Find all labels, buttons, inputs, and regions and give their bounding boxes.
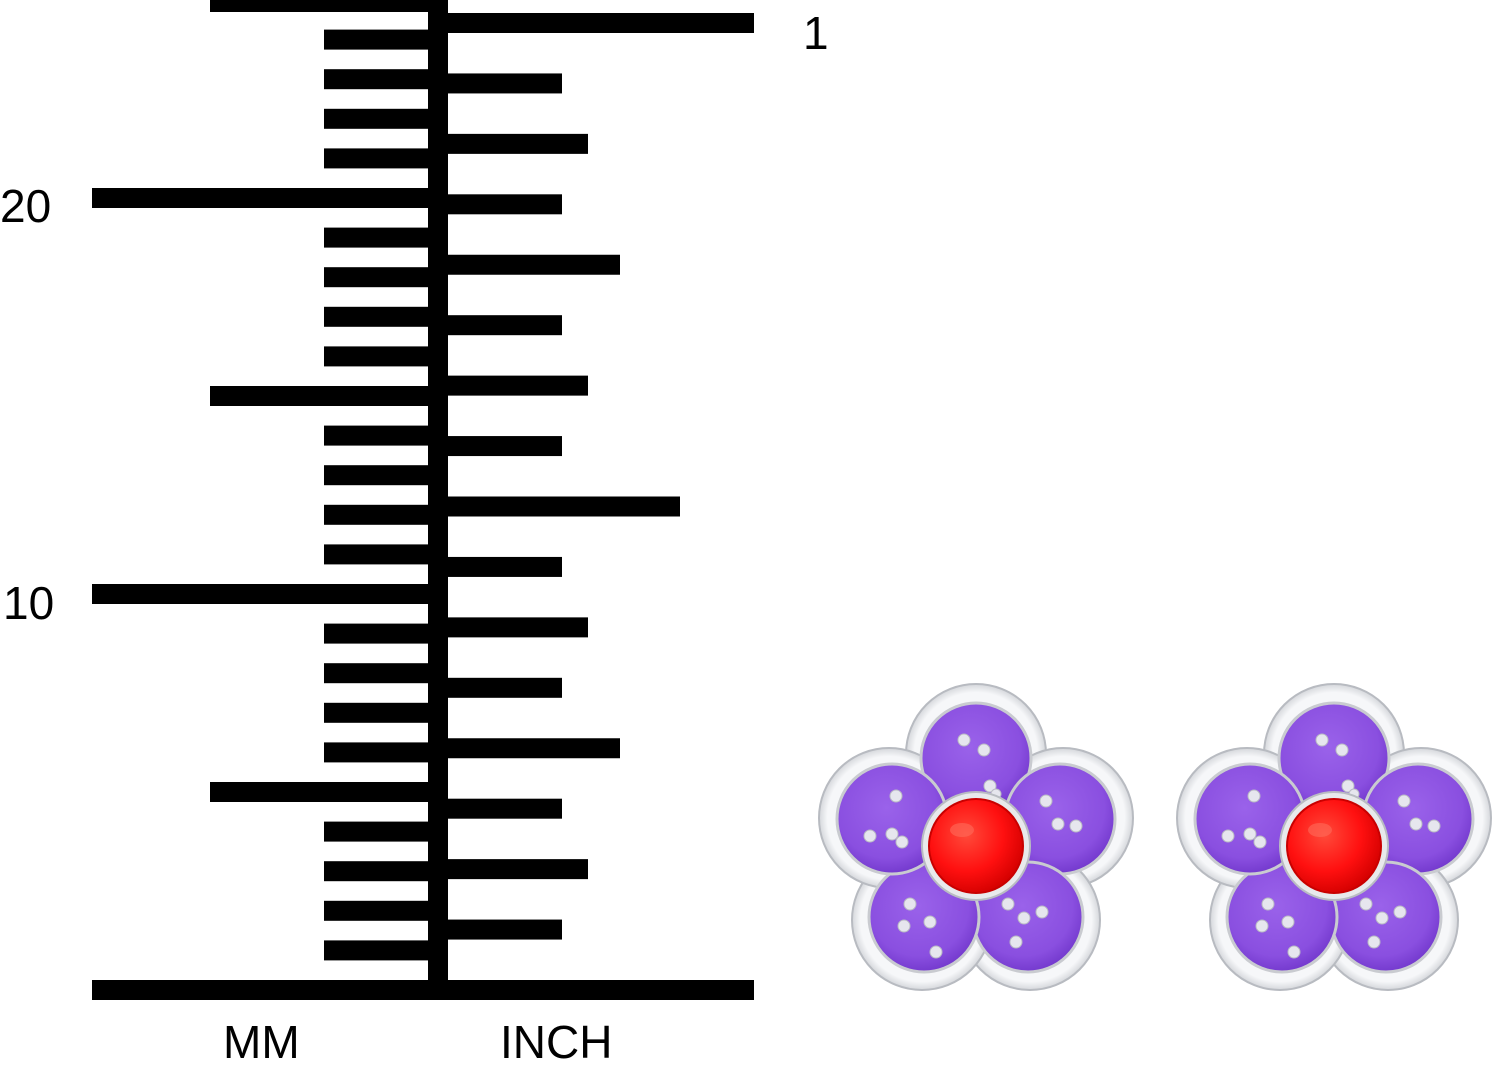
mm-tick-14 xyxy=(324,425,428,446)
mm-tick-18 xyxy=(324,267,428,288)
ruler-spine xyxy=(428,0,448,1000)
mm-tick-17 xyxy=(324,306,428,327)
inch-tick-4-sixteenths xyxy=(448,738,620,759)
mm-tick-23 xyxy=(324,69,428,90)
mm-tick-20 xyxy=(92,188,428,208)
inch-unit-caption: INCH xyxy=(500,1016,613,1068)
inch-tick-8-sixteenths xyxy=(448,496,680,517)
inch-tick-11-sixteenths xyxy=(448,315,562,336)
mm-tick-24 xyxy=(324,29,428,50)
inch-tick-group xyxy=(448,13,754,1000)
mm-label-twenty: 20 xyxy=(0,180,52,232)
inch-tick-6-sixteenths xyxy=(448,617,588,638)
mm-tick-19 xyxy=(324,227,428,248)
inch-tick-2-sixteenths xyxy=(448,859,588,880)
mm-tick-2 xyxy=(324,900,428,921)
mm-tick-12 xyxy=(324,504,428,525)
mm-tick-11 xyxy=(324,544,428,565)
mm-tick-22 xyxy=(324,108,428,129)
mm-tick-4 xyxy=(324,821,428,842)
inch-tick-0-sixteenths xyxy=(448,980,754,1000)
inch-tick-10-sixteenths xyxy=(448,375,588,396)
mm-label-ten: 10 xyxy=(3,577,55,629)
inch-tick-14-sixteenths xyxy=(448,133,588,154)
mm-tick-21 xyxy=(324,148,428,169)
mm-unit-caption: MM xyxy=(223,1016,300,1068)
mm-tick-25-top xyxy=(210,0,428,12)
mm-tick-15 xyxy=(210,386,428,406)
mm-tick-3 xyxy=(324,861,428,882)
inch-tick-12-sixteenths xyxy=(448,254,620,275)
mm-tick-13 xyxy=(324,465,428,486)
mm-tick-7 xyxy=(324,702,428,723)
mm-tick-1 xyxy=(324,940,428,961)
mm-tick-10 xyxy=(92,584,428,604)
inch-tick-5-sixteenths xyxy=(448,677,562,698)
inch-tick-7-sixteenths xyxy=(448,556,562,577)
inch-tick-9-sixteenths xyxy=(448,436,562,457)
flower-earring-left xyxy=(817,682,1135,992)
inch-tick-3-sixteenths xyxy=(448,798,562,819)
mm-tick-9 xyxy=(324,623,428,644)
mm-tick-8 xyxy=(324,663,428,684)
inch-tick-13-sixteenths xyxy=(448,194,562,215)
mm-tick-16 xyxy=(324,346,428,367)
mm-tick-6 xyxy=(324,742,428,763)
mm-tick-group xyxy=(92,0,754,1000)
inch-label-one: 1 xyxy=(803,7,829,59)
inch-tick-16-sixteenths xyxy=(448,13,754,33)
mm-tick-5 xyxy=(210,782,428,802)
flower-earring-right xyxy=(1175,682,1493,992)
inch-tick-15-sixteenths xyxy=(448,73,562,94)
inch-tick-1-sixteenths xyxy=(448,919,562,940)
